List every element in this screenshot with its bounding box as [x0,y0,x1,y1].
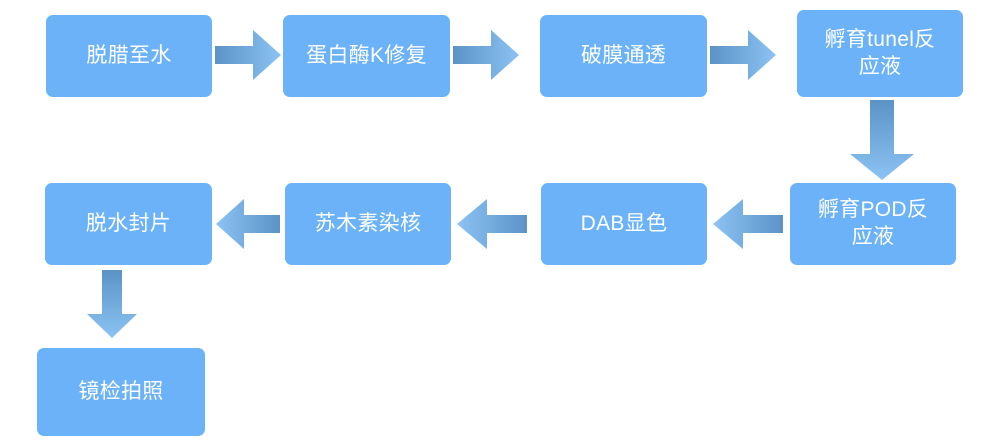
arrow-right-icon-1 [215,30,281,80]
arrow-down-icon-2 [87,270,137,338]
flow-node-microscopy-photograph[interactable]: 镜检拍照 [37,348,205,436]
flow-node-tuola-zhishui[interactable]: 脱腊至水 [46,15,212,97]
flow-node-dehydrate-mount[interactable]: 脱水封片 [45,183,212,265]
arrow-down-icon-1 [850,100,914,180]
flow-node-incubate-pod-reagent[interactable]: 孵育POD反 应液 [790,183,956,265]
flow-node-protease-k-repair[interactable]: 蛋白酶K修复 [283,15,450,97]
flow-node-membrane-permeabilization[interactable]: 破膜通透 [540,15,707,97]
arrow-left-icon-3 [216,199,280,249]
flow-node-dab-coloration[interactable]: DAB显色 [541,183,707,265]
arrow-right-icon-3 [710,30,776,80]
arrow-right-icon-2 [453,30,519,80]
arrow-left-icon-2 [457,199,527,249]
flow-node-incubate-tunel-reagent[interactable]: 孵育tunel反 应液 [797,10,963,97]
arrow-left-icon-1 [713,199,783,249]
flow-node-hematoxylin-nuclear-stain[interactable]: 苏木素染核 [285,183,451,265]
